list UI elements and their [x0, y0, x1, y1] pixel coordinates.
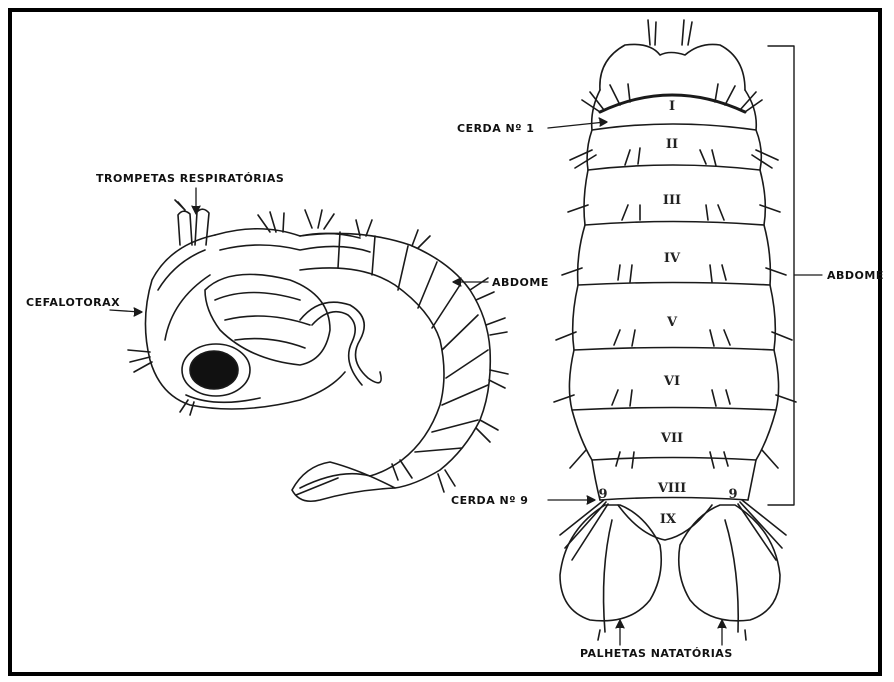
abdomen-bracket: [768, 46, 794, 505]
segment-label: VIII: [657, 481, 686, 496]
abdomen-outline-upper: [300, 233, 490, 488]
label-cefalotorax: CEFALOTORAX: [26, 296, 120, 309]
segment-label: I: [669, 99, 675, 114]
arrow-cerda1: [548, 122, 605, 128]
label-abdome-left: ABDOME: [492, 276, 549, 289]
leg-sheath: [300, 302, 381, 383]
segment-label: VII: [660, 431, 683, 446]
segment-label: III: [663, 193, 681, 208]
label-abdome-right: ABDOME: [827, 269, 884, 282]
respiratory-trumpets: [178, 209, 209, 245]
abdomen-outline-right: [745, 90, 779, 500]
paddles-lateral: [292, 462, 395, 501]
label-palhetas: PALHETAS NATATÓRIAS: [580, 647, 733, 660]
segment-label: II: [666, 137, 678, 152]
segment-label: IV: [664, 251, 681, 266]
segment-label: VI: [663, 374, 680, 389]
seta-mark: 9: [598, 487, 607, 502]
segment-numerals: I II III IV V VI VII VIII IX 9 9: [598, 99, 737, 527]
label-trompetas: TROMPETAS RESPIRATÓRIAS: [96, 172, 284, 185]
paddle-right: [679, 505, 780, 621]
dorsal-pupa-drawing: [554, 20, 822, 640]
abdomen-outline-left: [569, 90, 600, 500]
label-cerda-1: CERDA Nº 1: [457, 122, 534, 135]
label-cerda-9: CERDA Nº 9: [451, 494, 528, 507]
lateral-pupa-drawing: [128, 200, 508, 501]
seta-mark: 9: [728, 487, 737, 502]
segment-label: V: [666, 315, 678, 330]
segment-label: IX: [660, 512, 677, 527]
